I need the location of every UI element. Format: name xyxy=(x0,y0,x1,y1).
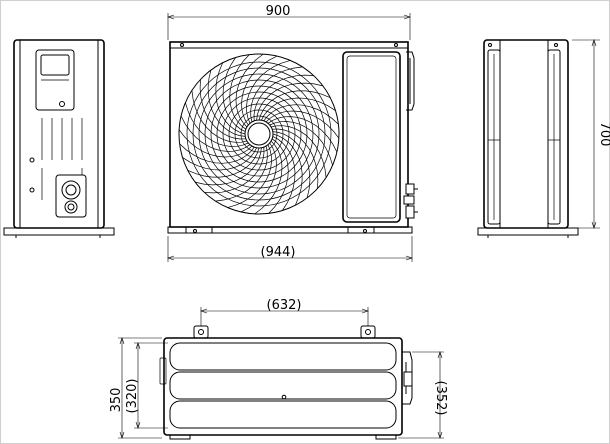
left-side-base xyxy=(3,227,115,236)
front-view: 900 xyxy=(167,4,418,262)
mount-lug-right xyxy=(360,325,376,339)
fan-guard xyxy=(178,53,340,215)
service-valves xyxy=(55,174,87,218)
front-base-width-label: (944) xyxy=(261,245,296,260)
fan-hub xyxy=(244,119,274,149)
front-valves xyxy=(403,183,418,219)
front-width-label: 900 xyxy=(266,4,291,19)
front-base xyxy=(167,226,413,234)
right-side-base xyxy=(477,227,579,236)
right-side-view: 700 xyxy=(477,39,610,238)
top-grille-3 xyxy=(169,400,397,429)
side-height-label: 700 xyxy=(597,122,610,147)
mount-lug-left xyxy=(193,325,209,339)
top-grille-1 xyxy=(169,342,397,371)
side-handle xyxy=(406,51,415,111)
top-depth-outer-label: 350 xyxy=(109,388,124,413)
mount-spacing-label: (632) xyxy=(267,298,302,313)
top-casing xyxy=(163,337,403,436)
left-side-view xyxy=(3,39,115,238)
top-view: (632) 350 (320) xyxy=(109,298,448,440)
right-side-body xyxy=(483,39,569,229)
top-depth-inner-label: (320) xyxy=(125,379,140,414)
front-side-panel xyxy=(342,51,401,223)
top-depth-feet-label: (352) xyxy=(433,381,448,416)
